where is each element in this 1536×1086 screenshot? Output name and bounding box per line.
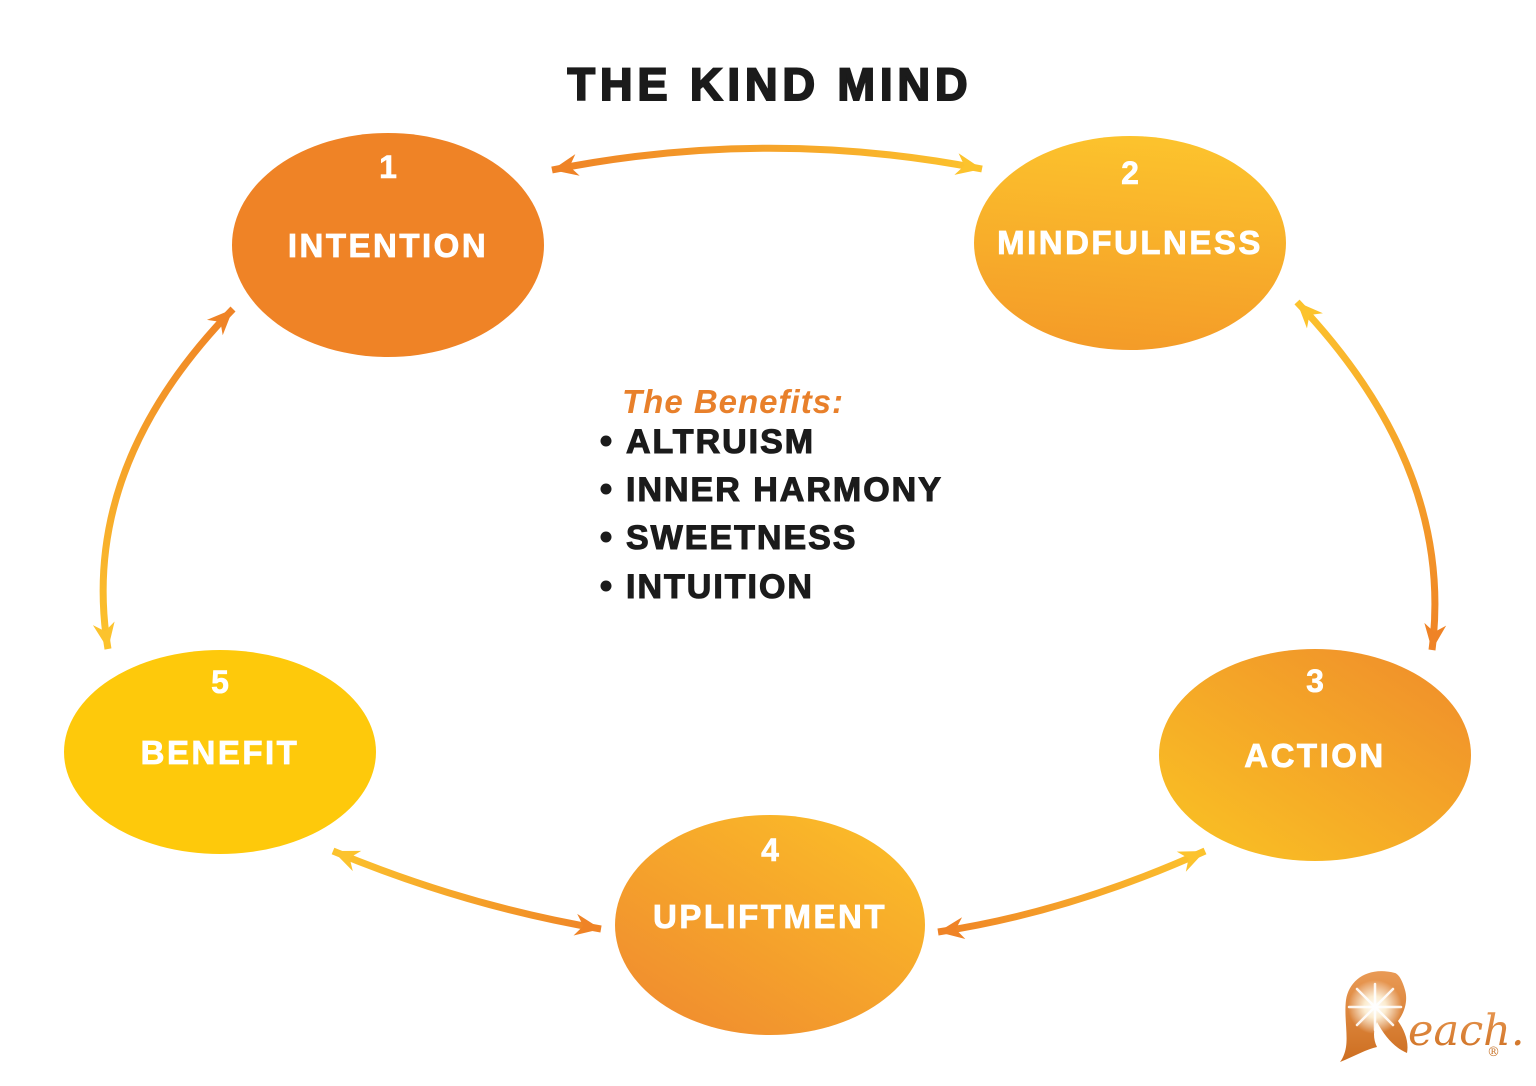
arrowhead-icon <box>1297 302 1323 329</box>
node-action: 3 ACTION <box>1159 649 1471 861</box>
node-action-ellipse <box>1159 649 1471 861</box>
arrowhead-icon <box>552 154 580 176</box>
arrow-intention-mindfulness <box>551 144 983 176</box>
node-upliftment: 4 UPLIFTMENT <box>615 815 925 1035</box>
node-benefit: 5 BENEFIT <box>64 650 376 854</box>
benefit-item-sweetness: SWEETNESS <box>626 519 857 557</box>
node-intention-number: 1 <box>379 149 397 185</box>
arrow-mindfulness-action <box>1294 299 1447 651</box>
benefits-list: The Benefits: ALTRUISM INNER HARMONY SWE… <box>600 383 943 607</box>
arrowhead-icon <box>954 153 982 175</box>
arrow-benefit-intention <box>92 306 236 650</box>
arrow-upliftment-benefit <box>331 847 602 936</box>
arrow-curve <box>1294 299 1439 651</box>
node-benefit-label: BENEFIT <box>141 734 300 771</box>
benefit-item-altruism: ALTRUISM <box>626 423 815 461</box>
node-benefit-ellipse <box>64 650 376 854</box>
node-mindfulness-label: MINDFULNESS <box>997 224 1263 261</box>
arrowhead-icon <box>333 850 362 872</box>
node-mindfulness-ellipse <box>974 136 1286 350</box>
arrowhead-icon <box>573 913 601 936</box>
node-intention: 1 INTENTION <box>232 133 544 357</box>
bullet-icon <box>600 580 612 592</box>
starburst-icon <box>1347 982 1403 1032</box>
arrowhead-icon <box>206 309 233 336</box>
benefits-heading: The Benefits: <box>622 383 844 420</box>
reach-logo: each. ® <box>1340 971 1525 1062</box>
arrow-curve <box>99 306 236 650</box>
arrow-action-upliftment <box>937 847 1207 939</box>
node-intention-label: INTENTION <box>288 227 488 264</box>
node-upliftment-label: UPLIFTMENT <box>653 898 887 935</box>
bullet-icon <box>600 435 612 447</box>
node-mindfulness-number: 2 <box>1121 155 1139 191</box>
node-action-number: 3 <box>1306 663 1324 699</box>
node-intention-ellipse <box>232 133 544 357</box>
arrow-curve <box>551 144 983 174</box>
node-upliftment-ellipse <box>615 815 925 1035</box>
node-mindfulness: 2 MINDFULNESS <box>974 136 1286 350</box>
arrowhead-icon <box>1176 851 1205 872</box>
benefit-item-inner-harmony: INNER HARMONY <box>626 471 943 509</box>
logo-wordmark: each. <box>1408 1006 1525 1056</box>
arrow-curve <box>937 847 1207 936</box>
benefit-item-intuition: INTUITION <box>626 568 814 606</box>
bullet-icon <box>600 531 612 543</box>
bullet-icon <box>600 483 612 495</box>
node-benefit-number: 5 <box>211 664 229 700</box>
node-upliftment-number: 4 <box>761 832 779 868</box>
page-title: THE KIND MIND <box>568 59 973 110</box>
node-action-label: ACTION <box>1244 737 1386 774</box>
arrowhead-icon <box>938 917 966 939</box>
arrowhead-icon <box>1424 622 1447 650</box>
arrow-curve <box>331 847 602 933</box>
arrowhead-icon <box>92 621 115 649</box>
logo-registered-mark: ® <box>1487 1045 1500 1060</box>
